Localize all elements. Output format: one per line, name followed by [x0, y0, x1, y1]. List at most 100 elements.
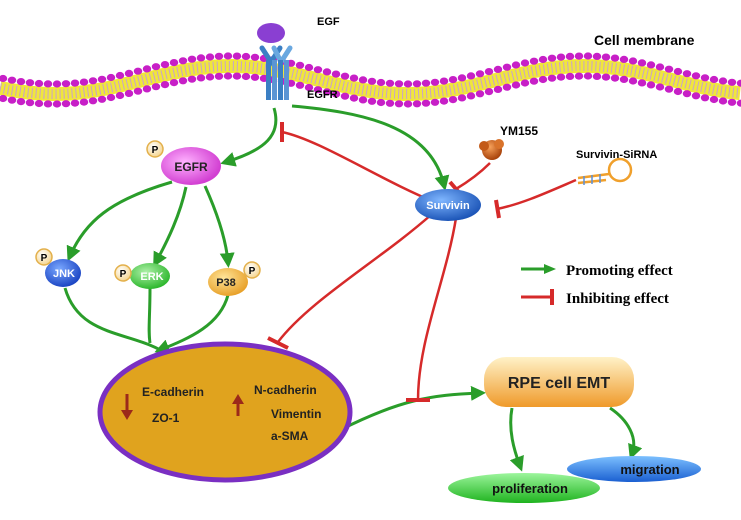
erk-label: ERK: [140, 271, 163, 283]
lipid-head: [43, 80, 53, 88]
lipid-head: [502, 63, 512, 71]
inhibit-survivin-to-egfr-path: [281, 130, 438, 205]
lipid-head: [214, 72, 224, 80]
lipid-head: [430, 78, 440, 86]
lipid-head: [664, 85, 674, 93]
lipid-head: [556, 73, 566, 81]
lipid-head: [673, 67, 683, 76]
legend-inhibiting-label: Inhibiting effect: [566, 291, 669, 307]
phospho-label-erk: P: [120, 269, 127, 280]
lipid-head: [304, 83, 314, 92]
egf-ligand: [257, 23, 285, 43]
arrow-egfr-to-survivin: [291, 104, 450, 191]
lipid-head: [565, 72, 575, 80]
lipid-head: [457, 94, 467, 102]
lipid-head: [223, 72, 233, 80]
lipid-head: [637, 59, 647, 67]
lipid-head: [412, 100, 422, 108]
cell-membrane-label: Cell membrane: [594, 32, 695, 48]
lipid-head: [250, 73, 260, 81]
egfr-node-label: EGFR: [174, 160, 208, 174]
p38-node: [208, 268, 248, 296]
lipid-head: [538, 75, 548, 84]
lipid-head: [421, 79, 431, 87]
lipid-head: [529, 77, 539, 85]
survivin-sirna-label: Survivin-SiRNA: [576, 149, 657, 161]
lipid-head: [349, 94, 359, 102]
lipid-head: [313, 66, 323, 74]
migration-label: migration: [620, 462, 679, 477]
inhibit-survivin-to-cell: [277, 213, 433, 343]
inhibit-ym155-to-survivin: [455, 162, 491, 191]
lipid-head: [0, 94, 8, 103]
phospho-badge-p38: [243, 261, 261, 279]
phospho-badge-egfr: [146, 140, 164, 158]
lipid-head: [376, 78, 386, 87]
lipid-head: [574, 52, 584, 60]
inhibit-survivin-to-emt: [416, 217, 458, 401]
lipid-head: [547, 54, 557, 62]
lipid-head: [169, 79, 179, 87]
lipid-head: [718, 77, 728, 85]
lipid-head: [295, 81, 305, 89]
survivin-sirna-molecule: [577, 157, 633, 185]
lipid-head: [0, 74, 8, 83]
lipid-head: [700, 94, 710, 102]
lipid-head: [79, 98, 89, 106]
lipid-head: [610, 54, 620, 62]
lipid-head: [187, 55, 197, 63]
lipid-head: [16, 98, 26, 106]
survivin-label: Survivin: [426, 200, 470, 212]
lipid-head: [583, 52, 593, 60]
lipid-head: [556, 53, 566, 61]
arrow-pegfr-to-erk: [153, 186, 188, 268]
lipid-head: [133, 67, 143, 75]
lipid-head: [646, 61, 656, 69]
lipid-head: [484, 88, 494, 96]
lipid-head: [187, 75, 197, 83]
inhibit-sirna-to-survivin: [496, 178, 577, 211]
erk-node: [130, 263, 170, 289]
lipid-head: [331, 90, 341, 98]
lipid-head: [205, 73, 215, 81]
lipid-head: [691, 72, 701, 80]
lipid-head: [709, 75, 719, 84]
a-sma-label: a-SMA: [271, 429, 309, 443]
lipid-head: [682, 90, 692, 98]
lipid-head: [106, 73, 116, 82]
lipid-head: [124, 89, 134, 97]
lipid-head: [547, 74, 557, 82]
lipid-head: [169, 59, 179, 67]
lipid-head: [646, 81, 656, 89]
lipid-head: [619, 75, 629, 83]
lipid-head: [178, 77, 188, 85]
lipid-head: [7, 96, 17, 104]
phospho-label-jnk: P: [41, 253, 48, 264]
lipid-head: [124, 69, 134, 77]
lipid-head: [610, 74, 620, 82]
phospho-badge-jnk: [35, 248, 53, 266]
lipid-head: [367, 97, 377, 105]
lipid-head: [43, 100, 53, 108]
lipid-head: [106, 93, 116, 102]
lipid-head: [142, 85, 152, 93]
lipid-head: [673, 87, 683, 96]
lipid-head: [448, 96, 458, 104]
lipid-head: [736, 79, 741, 87]
membrane-heads-outer: [0, 52, 741, 88]
arrow-erk-to-cell: [147, 287, 152, 344]
egf-label: EGF: [317, 16, 340, 28]
legend-promoting-label: Promoting effect: [566, 263, 673, 279]
lipid-head: [457, 74, 467, 82]
lipid-head: [403, 80, 413, 88]
lipid-head: [367, 77, 377, 85]
lipid-head: [448, 76, 458, 84]
lipid-head: [16, 78, 26, 86]
lipid-head: [376, 98, 386, 107]
lipid-head: [331, 70, 341, 78]
lipid-head: [394, 100, 404, 108]
vimentin-label: Vimentin: [271, 407, 321, 421]
lipid-head: [115, 91, 125, 100]
lipid-head: [466, 72, 476, 80]
lipid-head: [61, 100, 71, 108]
